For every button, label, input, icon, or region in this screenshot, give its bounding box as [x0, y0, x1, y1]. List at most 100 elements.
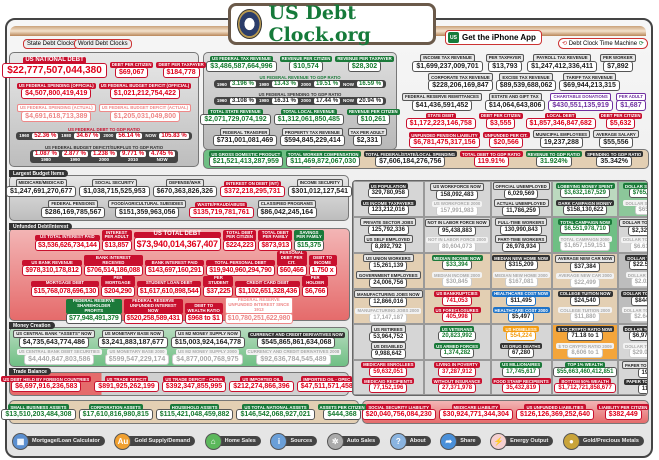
stat-box: Credit Card Debt$1,102,651,328,436 — [235, 280, 301, 297]
stat-box: Dollar to Oil Ratio 1913$2.02 per barrel — [625, 272, 647, 287]
stat-box: US Population329,780,958 — [367, 183, 409, 198]
stat-box: US Central Bank Debt Securities$4,440,84… — [16, 348, 102, 365]
grid-cell: Dollar to Oil Ratio NOW$22.57 per barrel… — [618, 253, 647, 289]
stat-label: Total Campaign 2000 — [558, 236, 612, 242]
stat-box: Dollar to Oil Ratio NOW$22.57 per barrel — [625, 255, 647, 270]
stat-box: Total Federal/State/Local Spending$7,606… — [363, 151, 458, 167]
world-debt-clocks-button[interactable]: World Debt Clocks — [74, 39, 132, 49]
time-machine-button[interactable]: ⟲ Debt Clock Time Machine ⟳ — [558, 38, 648, 49]
stat-value: $89,539,688,062 — [495, 80, 557, 92]
stat-value: $13,510,203,484,308 — [1, 409, 76, 420]
stat-box: US Federal Tax Revenue$3,486,587,664,996 — [206, 55, 277, 72]
stat-value: 26,978,934 — [502, 242, 541, 252]
stat-label: Not in Labor Force NOW — [424, 218, 490, 227]
stat-value: $10,574 — [289, 60, 323, 72]
stat-value: $77,948,491,379 — [65, 312, 122, 324]
ratio-value: 2.877 % — [61, 150, 88, 157]
stat-row: Corporate Tax Revenue$228,206,169,847Exc… — [401, 73, 647, 92]
stat-row: Total State Revenue$2,071,729,074,192Tot… — [200, 108, 400, 125]
stat-box: Total Debt to GDP Ratio119.91% — [460, 151, 523, 167]
stat-label: US National Debt — [23, 56, 86, 64]
stat-box: Revenue to GDP Ratio31.924% — [525, 151, 583, 167]
stat-box: Medicare Enrollees59,632,051 — [361, 361, 416, 377]
stat-box: Per Worker$7,892 — [600, 53, 636, 72]
stat-value: $69,944,213,315 — [559, 80, 620, 92]
ratio-value: 1.087 % — [32, 150, 59, 157]
stat-label: Average New Car 2000 — [556, 272, 614, 279]
clock-icon: ⟳ — [638, 41, 644, 47]
question-icon: ? — [389, 432, 407, 450]
grid-cell: US Millionaires17,745,617Food Stamp Reci… — [490, 360, 552, 395]
stat-label: Household Assets — [169, 404, 220, 410]
site-title: US Debt Clock.org — [268, 2, 371, 46]
stat-box: Median New Home NOW$315,209 — [492, 255, 551, 270]
stat-label: Per Adult — [615, 92, 646, 101]
section-tab-trade: Trade Balance — [9, 368, 51, 375]
ratio-year: 1960 — [216, 98, 227, 104]
stat-label: Per Mortgage — [101, 276, 135, 287]
stat-label: US Homeless — [503, 326, 539, 332]
stat-value: $444,368 — [323, 409, 361, 420]
nav-energy-output[interactable]: ⚡Energy Output — [490, 432, 554, 450]
stat-label: Federal Reserve Unfunded Interest Now — [123, 298, 183, 314]
stat-value: 37,287,912 — [438, 366, 477, 377]
nav-home-sales[interactable]: ⌂Home Sales — [204, 432, 261, 450]
state-debt-clocks-button[interactable]: State Debt Clocks — [23, 39, 80, 49]
nav-about[interactable]: ?About — [389, 432, 431, 450]
stat-label: Full-Time Workers — [494, 218, 548, 226]
stat-box: Total Debt per Citizen$224,223 — [222, 230, 257, 251]
stat-label: Dollar to Oil Ratio NOW — [625, 255, 647, 261]
stat-box: Per Holder$6,766 — [302, 276, 329, 297]
stat-box: Liability per Citizen$382,449 — [597, 404, 650, 420]
grid-cell: Average New Car NOW$37,384Average New Ca… — [551, 253, 619, 289]
ratio-title: US Federal Revenue to GDP Ratio — [259, 75, 341, 81]
stat-value: $1,247,691,270,677 — [6, 185, 77, 197]
stat-value: 1.750 x — [308, 264, 337, 276]
stat-value: $135,719,781,761 — [189, 206, 254, 218]
stat-value: $22,499 — [570, 277, 600, 288]
stat-box: US Federal Budget Deficit (Actual)$1,205… — [98, 103, 192, 122]
stat-label: Revenue to GDP Ratio — [525, 151, 583, 157]
stat-value: $6,551,978,710 — [560, 224, 610, 234]
stat-value: $143,697,160,291 — [144, 264, 205, 276]
ratio-value: 9.771 % — [120, 150, 147, 157]
stat-value: $891,925,262,199 — [94, 381, 159, 392]
stat-value: $6,976 per ounce — [628, 331, 647, 341]
stat-box: Median Income NOW$33,394 — [431, 255, 483, 270]
stat-box: Federal Reserve Shareholder Profits$77,9… — [65, 298, 122, 324]
stat-box: Dollar Supply Added 1913$652,633,834 — [623, 200, 647, 215]
info-icon: i — [270, 432, 288, 450]
stat-box: Average Salary$55,556 — [593, 130, 639, 149]
ratio-year: 2000 — [301, 98, 312, 104]
stat-label: College Tuition NOW — [557, 290, 613, 297]
stat-label: Lobbying Money Spent — [555, 183, 615, 189]
site-logo[interactable]: US Debt Clock.org — [228, 2, 436, 46]
nav-mortgage-loan-calculator[interactable]: ▦Mortgage/Loan Calculator — [12, 432, 105, 450]
nav-auto-sales[interactable]: ✲Auto Sales — [326, 432, 381, 450]
stat-box: Total Worker Compensation$11,469,872,067… — [285, 151, 361, 167]
stat-value: $2,071,729,074,192 — [200, 113, 271, 125]
nav-gold-precious-metals[interactable]: ●Gold/Precious Metals — [562, 432, 644, 450]
stat-value: $224,223 — [222, 239, 257, 251]
stat-label: Mortgage Debt — [30, 280, 100, 287]
stat-value: $15,375 — [294, 239, 324, 251]
stat-label: Average Salary — [593, 130, 639, 139]
stat-label: Dollar to Citizen Ratio NOW — [619, 218, 647, 227]
stat-label: Payroll Tax Revenue — [533, 53, 591, 62]
stat-label: Debt per Citizen — [478, 112, 523, 119]
nav-share[interactable]: ➦Share — [440, 432, 481, 450]
stat-label: Excise Tax Revenue — [499, 73, 553, 82]
stat-box: Top 1% Wealth$55,663,460,412,851 — [552, 361, 618, 377]
home-icon: ⌂ — [204, 432, 222, 450]
stat-value: $41,436,591,452 — [411, 99, 473, 111]
stat-value: $6.61 per citizen — [629, 241, 647, 252]
stat-value: $3,241,883,187,677 — [97, 336, 168, 348]
stat-box: Without Insurance27,371,978 — [431, 378, 483, 394]
stat-value: $4,735,643,774,486 — [18, 336, 90, 348]
stat-label: Dark Campaign Money — [556, 200, 614, 206]
stat-label: Medicare Liability — [451, 404, 501, 410]
